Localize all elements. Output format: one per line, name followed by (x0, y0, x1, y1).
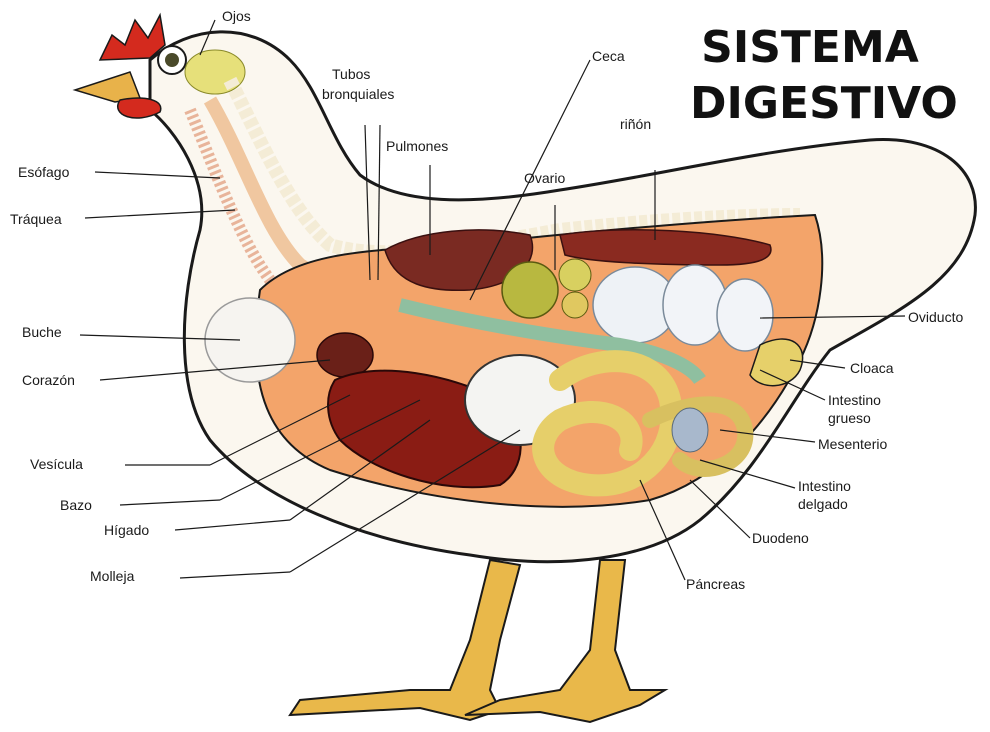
label-vesicula: Vesícula (30, 456, 83, 472)
label-higado: Hígado (104, 522, 149, 538)
label-intestino-grueso-2: grueso (828, 410, 871, 426)
wattle (118, 98, 161, 118)
pancreas (672, 408, 708, 452)
label-rinon: riñón (620, 116, 651, 132)
title-line-1: SISTEMA (690, 20, 930, 76)
label-intestino-delgado-2: delgado (798, 496, 848, 512)
heart (317, 333, 373, 377)
label-bazo: Bazo (60, 497, 92, 513)
label-intestino-delgado-1: Intestino (798, 478, 851, 494)
label-oviducto: Oviducto (908, 309, 963, 325)
label-buche: Buche (22, 324, 62, 340)
label-mesenterio: Mesenterio (818, 436, 887, 452)
label-tubos: Tubos (332, 66, 370, 82)
label-intestino-grueso-1: Intestino (828, 392, 881, 408)
label-cloaca: Cloaca (850, 360, 894, 376)
legs (290, 560, 665, 722)
label-ceca: Ceca (592, 48, 625, 64)
beak (75, 72, 140, 102)
label-bronquiales: bronquiales (322, 86, 394, 102)
page-title: SISTEMA DIGESTIVO (690, 20, 930, 132)
label-molleja: Molleja (90, 568, 134, 584)
title-line-2: DIGESTIVO (690, 76, 930, 132)
ovary (502, 259, 591, 318)
label-ojos: Ojos (222, 8, 251, 24)
label-pancreas: Páncreas (686, 576, 745, 592)
label-traquea: Tráquea (10, 211, 62, 227)
label-ovario: Ovario (524, 170, 565, 186)
comb (100, 15, 165, 60)
label-pulmones: Pulmones (386, 138, 448, 154)
label-duodeno: Duodeno (752, 530, 809, 546)
label-corazon: Corazón (22, 372, 75, 388)
label-esofago: Esófago (18, 164, 69, 180)
